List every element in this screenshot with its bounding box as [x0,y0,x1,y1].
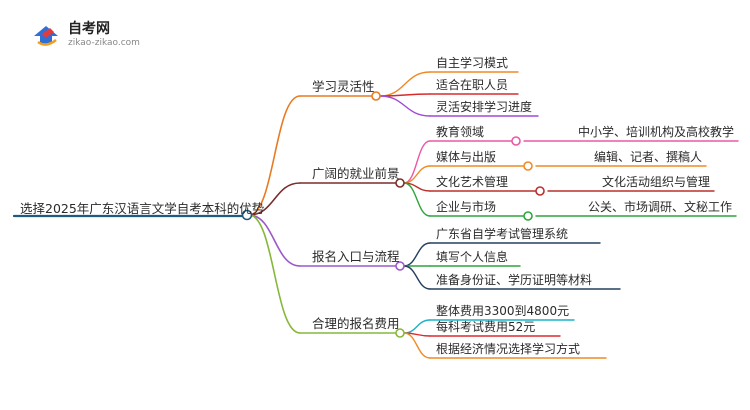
child-label-2-3: 文化艺术管理 [436,175,509,189]
child-label-4-2: 每科考试费用52元 [436,320,536,334]
child-link-2-4 [403,182,431,217]
branch-link-2 [248,182,301,216]
branch-label-4: 合理的报名费用 [312,316,400,331]
brand-name: 自考网 [68,21,110,37]
branch-toggle-3[interactable] [395,261,405,271]
branch-toggle-4[interactable] [395,328,405,338]
root-toggle[interactable] [241,209,253,221]
branch-toggle-1[interactable] [371,91,381,101]
child-label-1-2: 适合在职人员 [436,78,509,92]
branch-label-3: 报名入口与流程 [312,249,400,264]
detail-label-2-4: 公关、市场调研、文秘工作 [588,200,733,214]
branch-link-4 [248,214,301,334]
child-label-1-3: 灵活安排学习进度 [436,100,533,114]
detail-label-2-1: 中小学、培训机构及高校教学 [578,125,735,139]
child-link-3-3 [403,265,431,290]
logo-icon [34,26,58,46]
child-toggle-2-3[interactable] [535,186,545,196]
child-label-1-1: 自主学习模式 [436,56,509,70]
child-label-3-2: 填写个人信息 [436,250,509,264]
child-label-2-4: 企业与市场 [436,200,497,214]
branch-link-3 [248,214,301,267]
child-toggle-2-1[interactable] [511,136,521,146]
child-link-4-3 [403,332,431,359]
detail-label-2-2: 编辑、记者、撰稿人 [594,150,703,164]
detail-label-2-3: 文化活动组织与管理 [602,175,711,189]
child-label-2-1: 教育领域 [436,125,485,139]
child-label-3-3: 准备身份证、学历证明等材料 [436,273,593,287]
branch-toggle-2[interactable] [395,178,405,188]
child-label-2-2: 媒体与出版 [436,150,497,164]
brand-url: zikao-zikao.com [68,38,140,48]
child-toggle-2-2[interactable] [523,161,533,171]
child-label-4-3: 根据经济情况选择学习方式 [436,342,581,356]
child-label-3-1: 广东省自学考试管理系统 [436,227,569,241]
root-topic: 选择2025年广东汉语言文学自考本科的优势 [20,201,265,216]
child-link-1-3 [379,95,431,117]
branch-label-1: 学习灵活性 [312,79,375,94]
child-toggle-2-4[interactable] [523,211,533,221]
logo: 自考网 zikao-zikao.com [30,20,160,50]
branch-link-1 [248,95,301,216]
branch-label-2: 广阔的就业前景 [312,166,400,181]
child-label-4-1: 整体费用3300到4800元 [436,304,570,318]
child-link-2-1 [403,140,431,184]
